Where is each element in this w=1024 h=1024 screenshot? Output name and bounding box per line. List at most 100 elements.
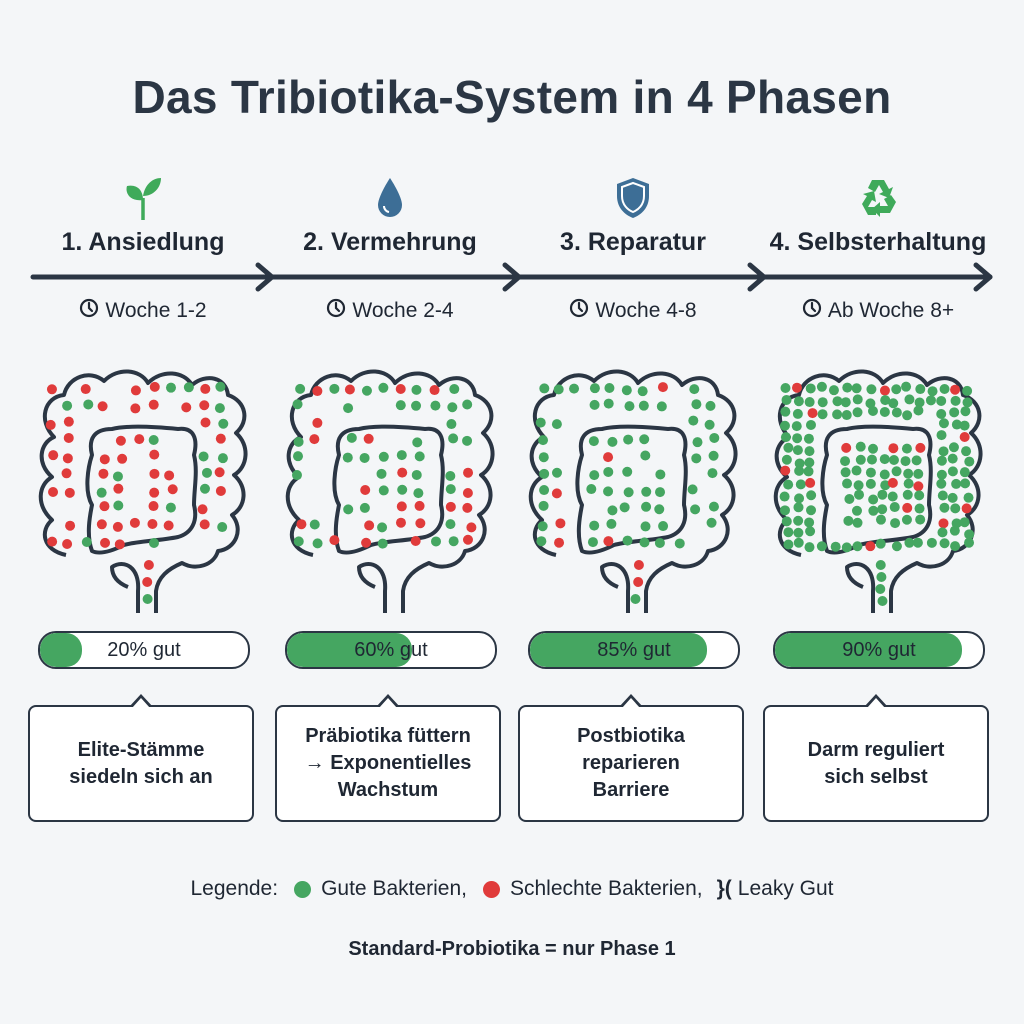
good-bacteria-dot	[215, 381, 226, 392]
good-bacteria-dot	[780, 432, 791, 443]
good-bacteria-dot	[293, 436, 304, 447]
leaky-gut-icon: }(	[716, 877, 732, 900]
good-bacteria-dot	[915, 384, 926, 395]
good-bacteria-dot	[964, 537, 975, 548]
good-bacteria-dot	[868, 443, 879, 454]
good-bacteria-dot	[603, 398, 614, 409]
good-bacteria-dot	[842, 382, 853, 393]
bad-bacteria-dot	[48, 486, 59, 497]
good-bacteria-dot	[962, 397, 973, 408]
good-bacteria-dot	[792, 445, 803, 456]
good-bacteria-dot	[637, 386, 648, 397]
good-bacteria-dot	[619, 502, 630, 513]
good-bacteria-dot	[964, 529, 975, 540]
legend-label: Legende:	[190, 877, 279, 900]
bad-bacteria-dot	[113, 483, 124, 494]
good-bacteria-dot	[708, 450, 719, 461]
good-bacteria-dot	[947, 492, 958, 503]
bad-bacteria-dot	[807, 408, 818, 419]
good-bacteria-dot	[654, 504, 665, 515]
good-bacteria-dot	[413, 488, 424, 499]
good-bacteria-dot	[891, 384, 902, 395]
phase-name: 4. Selbsterhaltung	[769, 228, 987, 256]
good-bacteria-dot	[947, 453, 958, 464]
good-bacteria-dot	[462, 435, 473, 446]
good-bacteria-dot	[865, 398, 876, 409]
bad-bacteria-dot	[117, 453, 128, 464]
bad-bacteria-dot	[950, 384, 961, 395]
good-bacteria-dot	[804, 457, 815, 468]
shield-icon	[508, 176, 758, 220]
duration-text: Woche 1-2	[105, 299, 207, 322]
bad-bacteria-dot	[791, 382, 802, 393]
good-bacteria-dot	[655, 487, 666, 498]
good-bacteria-dot	[378, 382, 389, 393]
good-bacteria-dot	[378, 485, 389, 496]
good-bacteria-dot	[295, 383, 306, 394]
good-bacteria-dot	[414, 451, 425, 462]
progress-label: 85% gut	[597, 639, 671, 661]
good-bacteria-dot	[291, 470, 302, 481]
bad-bacteria-dot	[780, 465, 791, 476]
bad-bacteria-dot	[129, 517, 140, 528]
good-bacteria-dot	[817, 397, 828, 408]
good-bacteria-dot	[880, 395, 891, 406]
bad-bacteria-dot	[959, 431, 970, 442]
bad-bacteria-dot	[445, 501, 456, 512]
good-bacteria-dot	[877, 504, 888, 515]
good-bacteria-dot	[805, 383, 816, 394]
bad-bacteria-dot	[97, 401, 108, 412]
phase-description: Darm reguliert sich selbst	[763, 694, 989, 822]
good-bacteria-dot	[707, 468, 718, 479]
good-bacteria-dot	[793, 502, 804, 513]
bad-bacteria-dot	[466, 522, 477, 533]
good-bacteria-dot	[914, 490, 925, 501]
bad-bacteria-dot	[114, 539, 125, 550]
good-bacteria-dot	[875, 514, 886, 525]
good-bacteria-dot	[793, 527, 804, 538]
bad-bacteria-dot	[462, 502, 473, 513]
good-bacteria-dot	[607, 436, 618, 447]
good-bacteria-dot	[803, 466, 814, 477]
good-bacteria-dot	[622, 535, 633, 546]
good-bacteria-dot	[165, 502, 176, 513]
water-drop-icon	[265, 176, 515, 220]
good-bacteria-dot	[901, 381, 912, 392]
good-bacteria-dot	[852, 517, 863, 528]
good-bacteria-dot	[936, 408, 947, 419]
phase-name: 3. Reparatur	[560, 228, 706, 256]
good-bacteria-dot	[293, 536, 304, 547]
good-bacteria-dot	[623, 487, 634, 498]
good-bacteria-dot	[783, 479, 794, 490]
bad-bacteria-dot	[887, 477, 898, 488]
good-bacteria-dot	[359, 452, 370, 463]
bad-bacteria-dot	[633, 560, 644, 570]
footer-note: Standard-Probiotika = nur Phase 1	[348, 938, 676, 960]
bad-bacteria-dot	[63, 416, 74, 427]
bad-bacteria-dot	[48, 450, 59, 461]
good-bacteria-dot	[395, 400, 406, 411]
bad-bacteria-dot	[149, 449, 160, 460]
bad-bacteria-dot	[99, 501, 110, 512]
duration-text: Ab Woche 8+	[827, 299, 955, 322]
good-bacteria-dot	[536, 536, 547, 547]
progress-fill	[287, 633, 412, 667]
bad-bacteria-dot	[429, 385, 440, 396]
bad-bacteria-dot	[80, 384, 91, 395]
bad-bacteria-dot-icon	[483, 880, 500, 898]
good-bacteria-dot	[875, 584, 886, 594]
good-bacteria-dot	[641, 501, 652, 512]
good-bacteria-dot	[840, 397, 851, 408]
good-bacteria-dot	[804, 446, 815, 457]
good-bacteria-dot	[816, 381, 827, 392]
good-bacteria-dot	[855, 454, 866, 465]
good-bacteria-dot	[936, 395, 947, 406]
good-bacteria-dot	[781, 516, 792, 527]
good-bacteria-dot	[868, 494, 879, 505]
bad-bacteria-dot	[98, 468, 109, 479]
bad-bacteria-dot	[130, 403, 141, 414]
bad-bacteria-dot	[65, 520, 76, 531]
good-bacteria-dot	[854, 489, 865, 500]
good-bacteria-dot	[840, 456, 851, 467]
bad-bacteria-dot	[143, 560, 154, 570]
